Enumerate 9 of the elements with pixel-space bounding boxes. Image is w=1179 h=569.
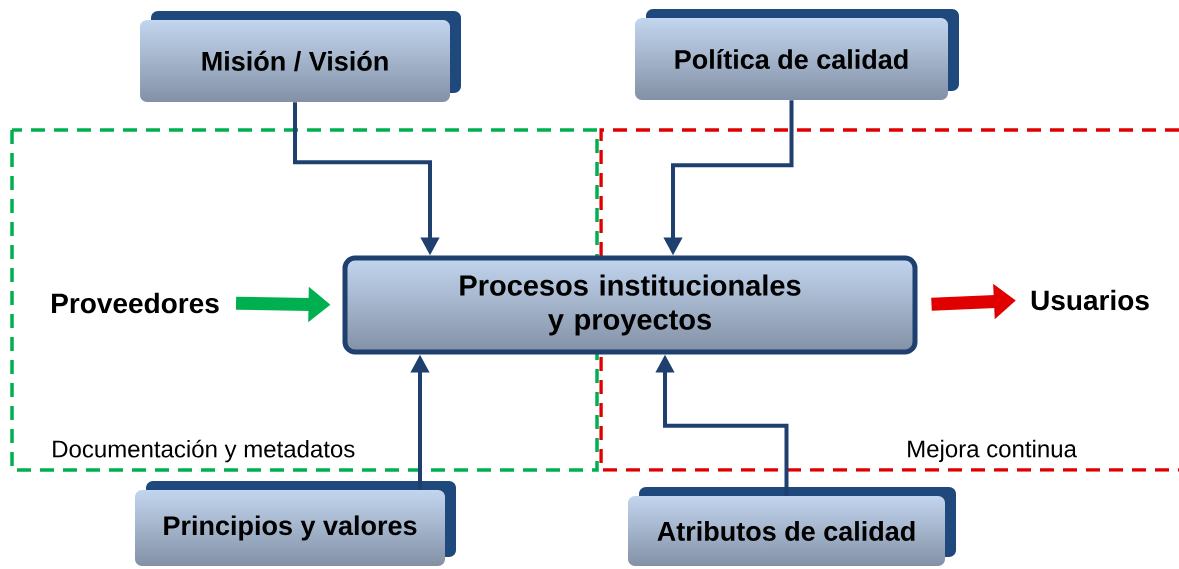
region-label: Mejora continua: [905, 438, 1078, 464]
process-box: Misión / Visión: [140, 11, 461, 102]
label-text: Proveedores: [52, 292, 219, 314]
process-box: Procesos institucionales y proyectos: [342, 255, 918, 355]
process-box: Atributos de calidad: [628, 487, 956, 566]
label-text: Usuarios: [1031, 289, 1149, 311]
process-box: Principios y valores: [135, 481, 456, 566]
process-box: Política de calidad: [635, 9, 959, 100]
region-label: Documentación y metadatos: [50, 438, 357, 464]
